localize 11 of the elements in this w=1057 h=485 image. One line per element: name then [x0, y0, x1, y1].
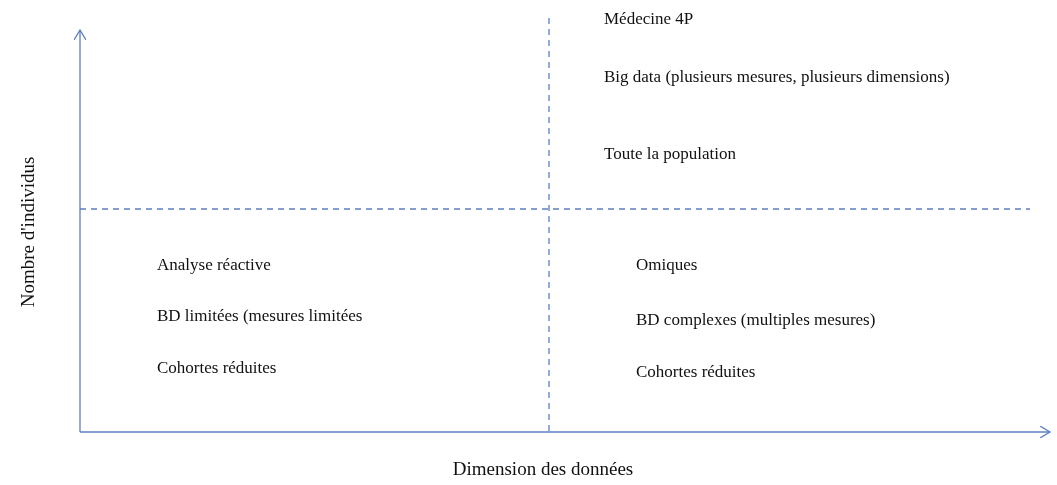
quadrant-text: Omiques: [636, 254, 699, 276]
quadrant-text: BD complexes (multiples mesures): [636, 309, 877, 331]
quadrant-text: Toute la population: [604, 143, 737, 165]
quadrant-text: BD limitées (mesures limitées: [157, 305, 364, 327]
axis-title: Nombre d'individus: [17, 156, 39, 308]
quadrant-text: Analyse réactive: [157, 254, 272, 276]
quadrant-text: Cohortes réduites: [636, 361, 757, 383]
quadrant-text: Big data (plusieurs mesures, plusieurs dimensions): [604, 66, 951, 88]
quadrant-text: Cohortes réduites: [157, 357, 278, 379]
axis-title: Dimension des données: [452, 458, 634, 480]
quadrant-text: Médecine 4P: [604, 8, 695, 30]
